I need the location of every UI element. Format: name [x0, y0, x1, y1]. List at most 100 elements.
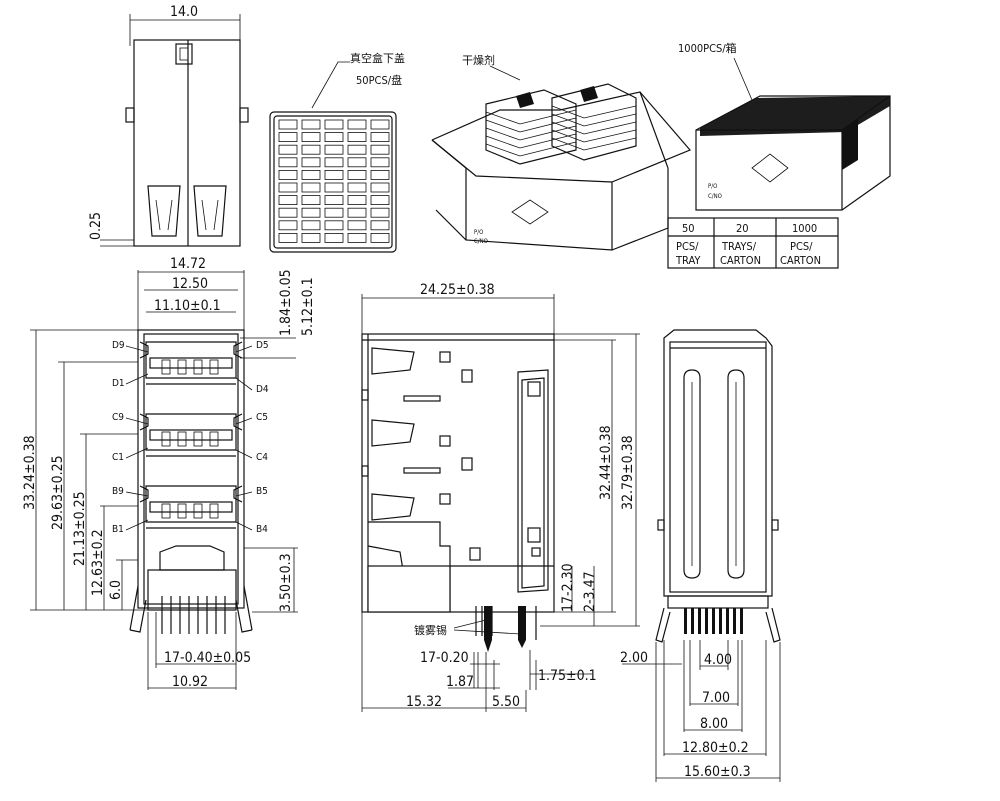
- side-d1532: 15.32: [406, 694, 442, 710]
- table-unit-1b: TRAY: [675, 254, 701, 267]
- tray-cell: [301, 207, 321, 218]
- rear-pin: [705, 608, 708, 634]
- tray-cell: [370, 182, 390, 193]
- side-view: 24.25±0.38 镀雾锡: [361, 282, 640, 712]
- tray-cell: [347, 232, 367, 243]
- pin-label-c1: C1: [112, 452, 124, 463]
- tray-cell: [324, 232, 344, 243]
- port-tongue: [149, 501, 233, 513]
- port-contact: [177, 359, 187, 375]
- rear-pin: [726, 608, 729, 634]
- front-h6: 3.50±0.3: [278, 553, 294, 612]
- tray-cell: [301, 195, 321, 206]
- tray-cell: [347, 207, 367, 218]
- tray-cell: [370, 169, 390, 180]
- side-d175: 1.75±0.1: [538, 668, 597, 684]
- tray-illustration: 真空盒下盖 50PCS/盘: [269, 51, 405, 253]
- usb-port: [145, 413, 237, 451]
- desiccant-label: 干燥剂: [462, 53, 495, 67]
- tray-cell: [278, 132, 298, 143]
- side-pinw: 17-0.20: [420, 650, 469, 666]
- carton-illustration: 1000PCS/箱 P/O C/NO: [678, 41, 891, 211]
- tray-cell: [324, 144, 344, 155]
- front-pins-dim: 17-0.40±0.05: [164, 650, 251, 666]
- front-view: 14.72 12.50 11.10±0.1 1.84±0.05 5.12±0.1…: [22, 256, 316, 690]
- box-cno: C/NO: [474, 238, 488, 245]
- table-unit-1a: PCS/: [676, 240, 699, 253]
- side-h2: 32.79±0.38: [620, 435, 636, 510]
- tray-cell: [347, 157, 367, 168]
- tray-cell: [301, 232, 321, 243]
- tray-cell: [370, 132, 390, 143]
- tray-cell: [370, 207, 390, 218]
- packing-table: 50 20 1000 PCS/ TRAY TRAYS/ CARTON PCS/ …: [667, 217, 839, 269]
- tray-cell: [347, 132, 367, 143]
- tray-cell: [301, 182, 321, 193]
- front-d1: 1.84±0.05: [278, 269, 294, 336]
- carton-label: 1000PCS/箱: [678, 41, 737, 55]
- pin-label-b4: B4: [256, 524, 268, 535]
- rear-pin: [698, 608, 701, 634]
- rear-pin: [712, 608, 715, 634]
- port-contact: [209, 431, 219, 447]
- side-plating-label: 镀雾锡: [414, 623, 447, 637]
- front-width-mid: 12.50: [172, 276, 208, 292]
- side-d187: 1.87: [446, 674, 474, 690]
- tray-stack-left: [485, 89, 577, 165]
- tray-cell: [370, 195, 390, 206]
- tray-cell: [278, 144, 298, 155]
- rear-d1280: 12.80±0.2: [682, 740, 749, 756]
- pin-label-b1: B1: [112, 524, 124, 535]
- rear-d200: 2.00: [620, 650, 648, 666]
- tray-cell: [301, 119, 321, 130]
- front-h3: 21.13±0.25: [72, 491, 88, 566]
- tray-cell: [301, 132, 321, 143]
- rear-pin: [733, 608, 736, 634]
- tray-cell: [347, 182, 367, 193]
- rear-d400: 4.00: [704, 652, 732, 668]
- front-bottom-dim: 10.92: [172, 674, 208, 690]
- table-unit-3a: PCS/: [790, 240, 813, 253]
- side-pin1: 17-2.30: [560, 563, 576, 612]
- front-h4: 12.63±0.2: [90, 529, 106, 596]
- tray-stack-right: [551, 83, 637, 161]
- tray-cell: [370, 220, 390, 231]
- tray-cell: [347, 169, 367, 180]
- tray-cell: [278, 220, 298, 231]
- tray-label-2: 50PCS/盘: [356, 73, 402, 87]
- port-contact: [161, 359, 171, 375]
- rear-d700: 7.00: [702, 690, 730, 706]
- usb-port: [145, 485, 237, 523]
- tray-cell: [278, 119, 298, 130]
- rear-d1560: 15.60±0.3: [684, 764, 751, 780]
- tray-cell: [324, 119, 344, 130]
- port-contact: [209, 503, 219, 519]
- carton-po: P/O: [708, 183, 717, 190]
- pin-label-c9: C9: [112, 412, 124, 423]
- front-d2: 5.12±0.1: [300, 277, 316, 336]
- side-pin2: 2-3.47: [582, 571, 598, 612]
- front-width-inner: 11.10±0.1: [154, 298, 221, 314]
- port-tongue: [149, 357, 233, 369]
- tray-cell: [347, 220, 367, 231]
- side-h1: 32.44±0.38: [598, 425, 614, 500]
- port-latch: [139, 485, 243, 503]
- table-value-2: 20: [736, 222, 749, 235]
- pin-label-d4: D4: [256, 384, 269, 395]
- tray-cell: [324, 157, 344, 168]
- port-contact: [177, 431, 187, 447]
- carton-cno: C/NO: [708, 193, 722, 200]
- tray-cell: [370, 157, 390, 168]
- pin-label-d1: D1: [112, 378, 125, 389]
- rear-pin: [719, 608, 722, 634]
- port-latch: [139, 341, 243, 359]
- tray-cell: [324, 169, 344, 180]
- port-contact: [161, 503, 171, 519]
- table-value-1: 50: [682, 222, 695, 235]
- tray-cell: [347, 144, 367, 155]
- box-po: P/O: [474, 229, 483, 236]
- tray-cell: [370, 144, 390, 155]
- rear-d800: 8.00: [700, 716, 728, 732]
- front-h5: 6.0: [108, 580, 124, 600]
